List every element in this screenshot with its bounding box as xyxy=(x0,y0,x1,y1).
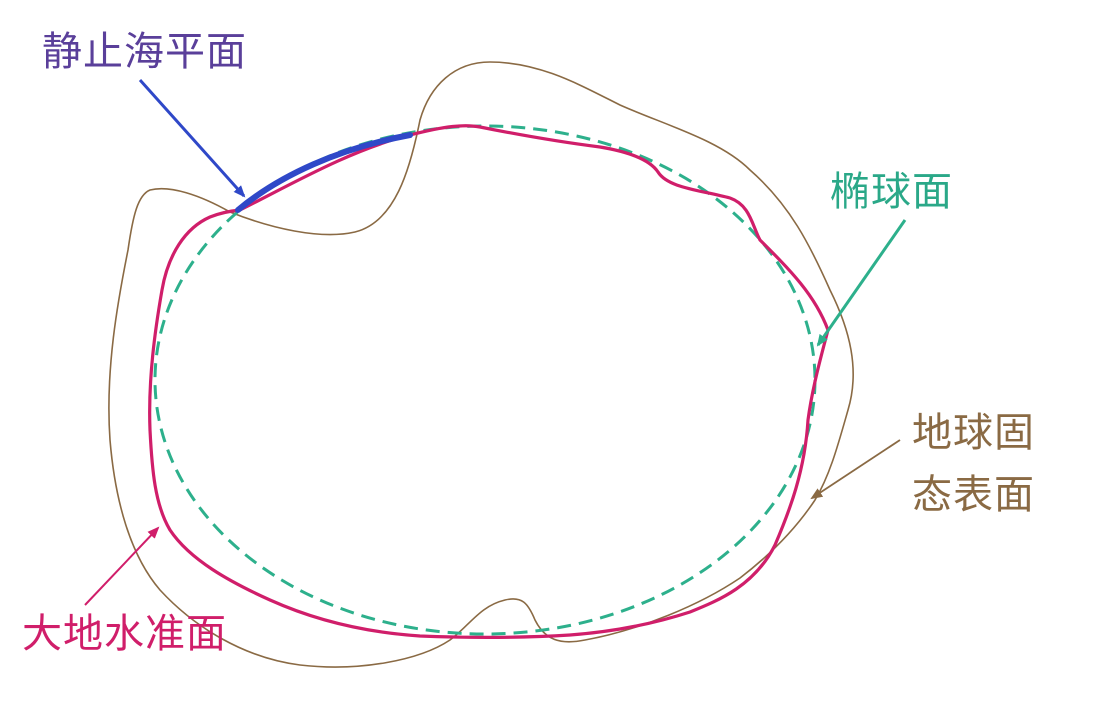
geoid-leader xyxy=(84,526,160,606)
solid-surface-leader xyxy=(810,439,901,500)
static-sea-surface-label: 静止海平面 xyxy=(42,29,247,75)
geoid-label: 大地水准面 xyxy=(22,611,227,657)
solid-surface-label: 地球固 态表面 xyxy=(912,402,1035,526)
geoid-curve xyxy=(148,124,830,639)
ellipsoid-label: 椭球面 xyxy=(830,169,953,215)
solid-surface-curve xyxy=(108,61,854,668)
static-sea-surface-curve xyxy=(235,132,413,213)
ellipsoid-leader xyxy=(816,219,907,347)
solid-surface-label-line2: 态表面 xyxy=(912,472,1035,518)
static-sea-surface-leader xyxy=(138,78,246,198)
solid-surface-label-line1: 地球固 xyxy=(912,410,1035,456)
